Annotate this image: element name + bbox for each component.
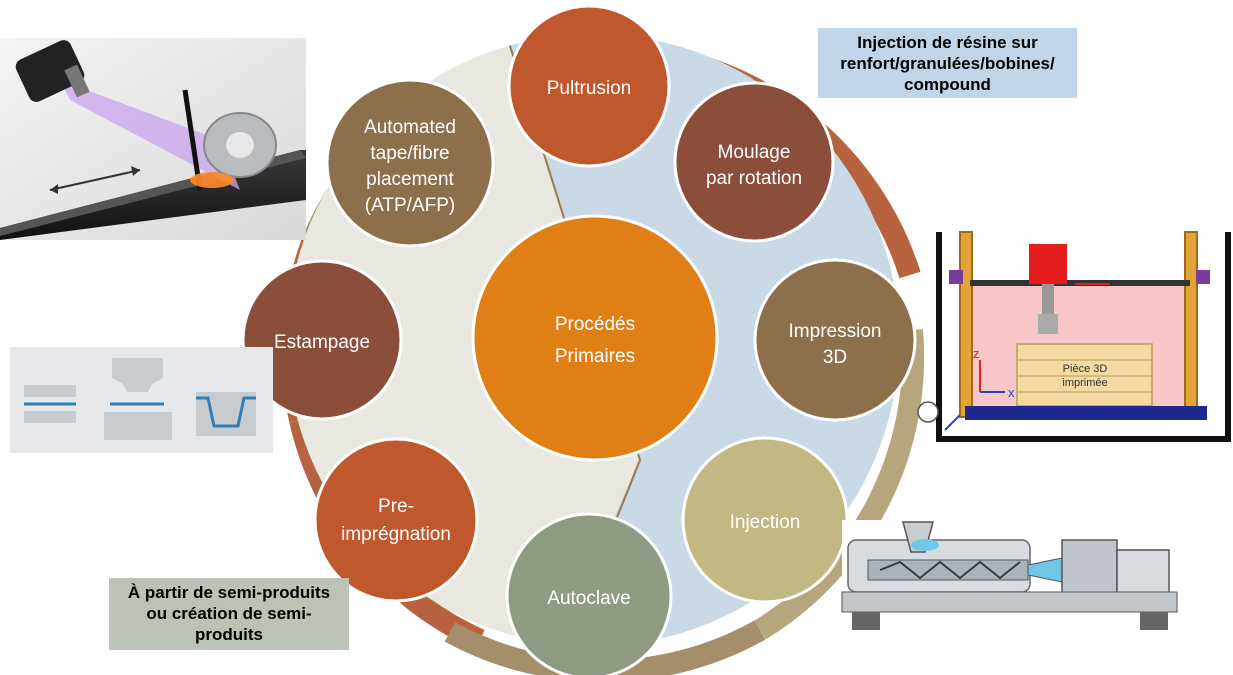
center-label-line-1: Procédés bbox=[555, 314, 635, 335]
node-atp-afp-label-1: Automated bbox=[364, 117, 456, 138]
node-impression-3d-label-2: 3D bbox=[823, 347, 847, 368]
node-impression-3d-circle bbox=[753, 258, 917, 422]
node-atp-afp: Automated tape/fibre placement (ATP/AFP) bbox=[325, 78, 495, 248]
node-moulage-rotation: Moulage par rotation bbox=[673, 81, 835, 243]
node-pultrusion-circle bbox=[507, 4, 671, 168]
node-injection-label: Injection bbox=[730, 512, 801, 533]
printer-label-line-2: imprimée bbox=[1062, 377, 1107, 389]
center-circle bbox=[471, 214, 719, 462]
printer-axis-x: x bbox=[1008, 385, 1015, 400]
atp-illustration bbox=[0, 38, 306, 240]
node-pultrusion-label: Pultrusion bbox=[547, 78, 632, 99]
node-atp-afp-label-2: tape/fibre bbox=[370, 143, 449, 164]
note-semi-produits-line-3: produits bbox=[195, 625, 263, 644]
node-atp-afp-label-4: (ATP/AFP) bbox=[365, 195, 455, 216]
note-semi-produits-line-2: ou création de semi- bbox=[146, 604, 312, 623]
node-estampage-label: Estampage bbox=[274, 332, 370, 353]
node-pultrusion: Pultrusion bbox=[507, 4, 671, 168]
printer-label-line-1: Pièce 3D bbox=[1063, 363, 1108, 375]
node-autoclave-label: Autoclave bbox=[547, 588, 630, 609]
node-estampage: Estampage bbox=[241, 259, 403, 421]
node-pre-impregnation-label-2: imprégnation bbox=[341, 524, 451, 545]
center-label-line-2: Primaires bbox=[555, 346, 635, 367]
stamping-illustration bbox=[10, 347, 273, 453]
note-injection-resine-line-2: renfort/granulées/bobines/ bbox=[840, 54, 1055, 73]
node-pre-impregnation: Pre- imprégnation bbox=[313, 437, 479, 603]
node-impression-3d: Impression 3D bbox=[753, 258, 917, 422]
injection-machine-illustration bbox=[841, 520, 1178, 632]
node-atp-afp-label-3: placement bbox=[366, 169, 454, 190]
node-pre-impregnation-circle bbox=[313, 437, 479, 603]
note-semi-produits-line-1: À partir de semi-produits bbox=[127, 583, 331, 602]
note-injection-resine-line-3: compound bbox=[904, 75, 991, 94]
printer-axis-z: z bbox=[973, 346, 980, 361]
node-autoclave: Autoclave bbox=[505, 512, 673, 675]
node-autoclave-circle bbox=[505, 512, 673, 675]
node-atp-afp-circle bbox=[325, 78, 495, 248]
node-estampage-circle bbox=[241, 259, 403, 421]
note-injection-resine: Injection de résine sur renfort/granulée… bbox=[818, 28, 1077, 98]
node-moulage-rotation-circle bbox=[673, 81, 835, 243]
node-injection: Injection bbox=[681, 436, 849, 604]
node-impression-3d-label-1: Impression bbox=[789, 321, 882, 342]
center-node: Procédés Primaires bbox=[471, 214, 719, 462]
printer-3d-illustration: Pièce 3D imprimée z x bbox=[917, 231, 1233, 442]
node-pre-impregnation-label-1: Pre- bbox=[378, 496, 414, 517]
node-moulage-rotation-label-2: par rotation bbox=[706, 168, 802, 189]
note-semi-produits: À partir de semi-produits ou création de… bbox=[109, 578, 349, 650]
node-moulage-rotation-label-1: Moulage bbox=[718, 142, 791, 163]
note-injection-resine-line-1: Injection de résine sur bbox=[857, 33, 1038, 52]
ring-segment-right bbox=[754, 329, 925, 640]
